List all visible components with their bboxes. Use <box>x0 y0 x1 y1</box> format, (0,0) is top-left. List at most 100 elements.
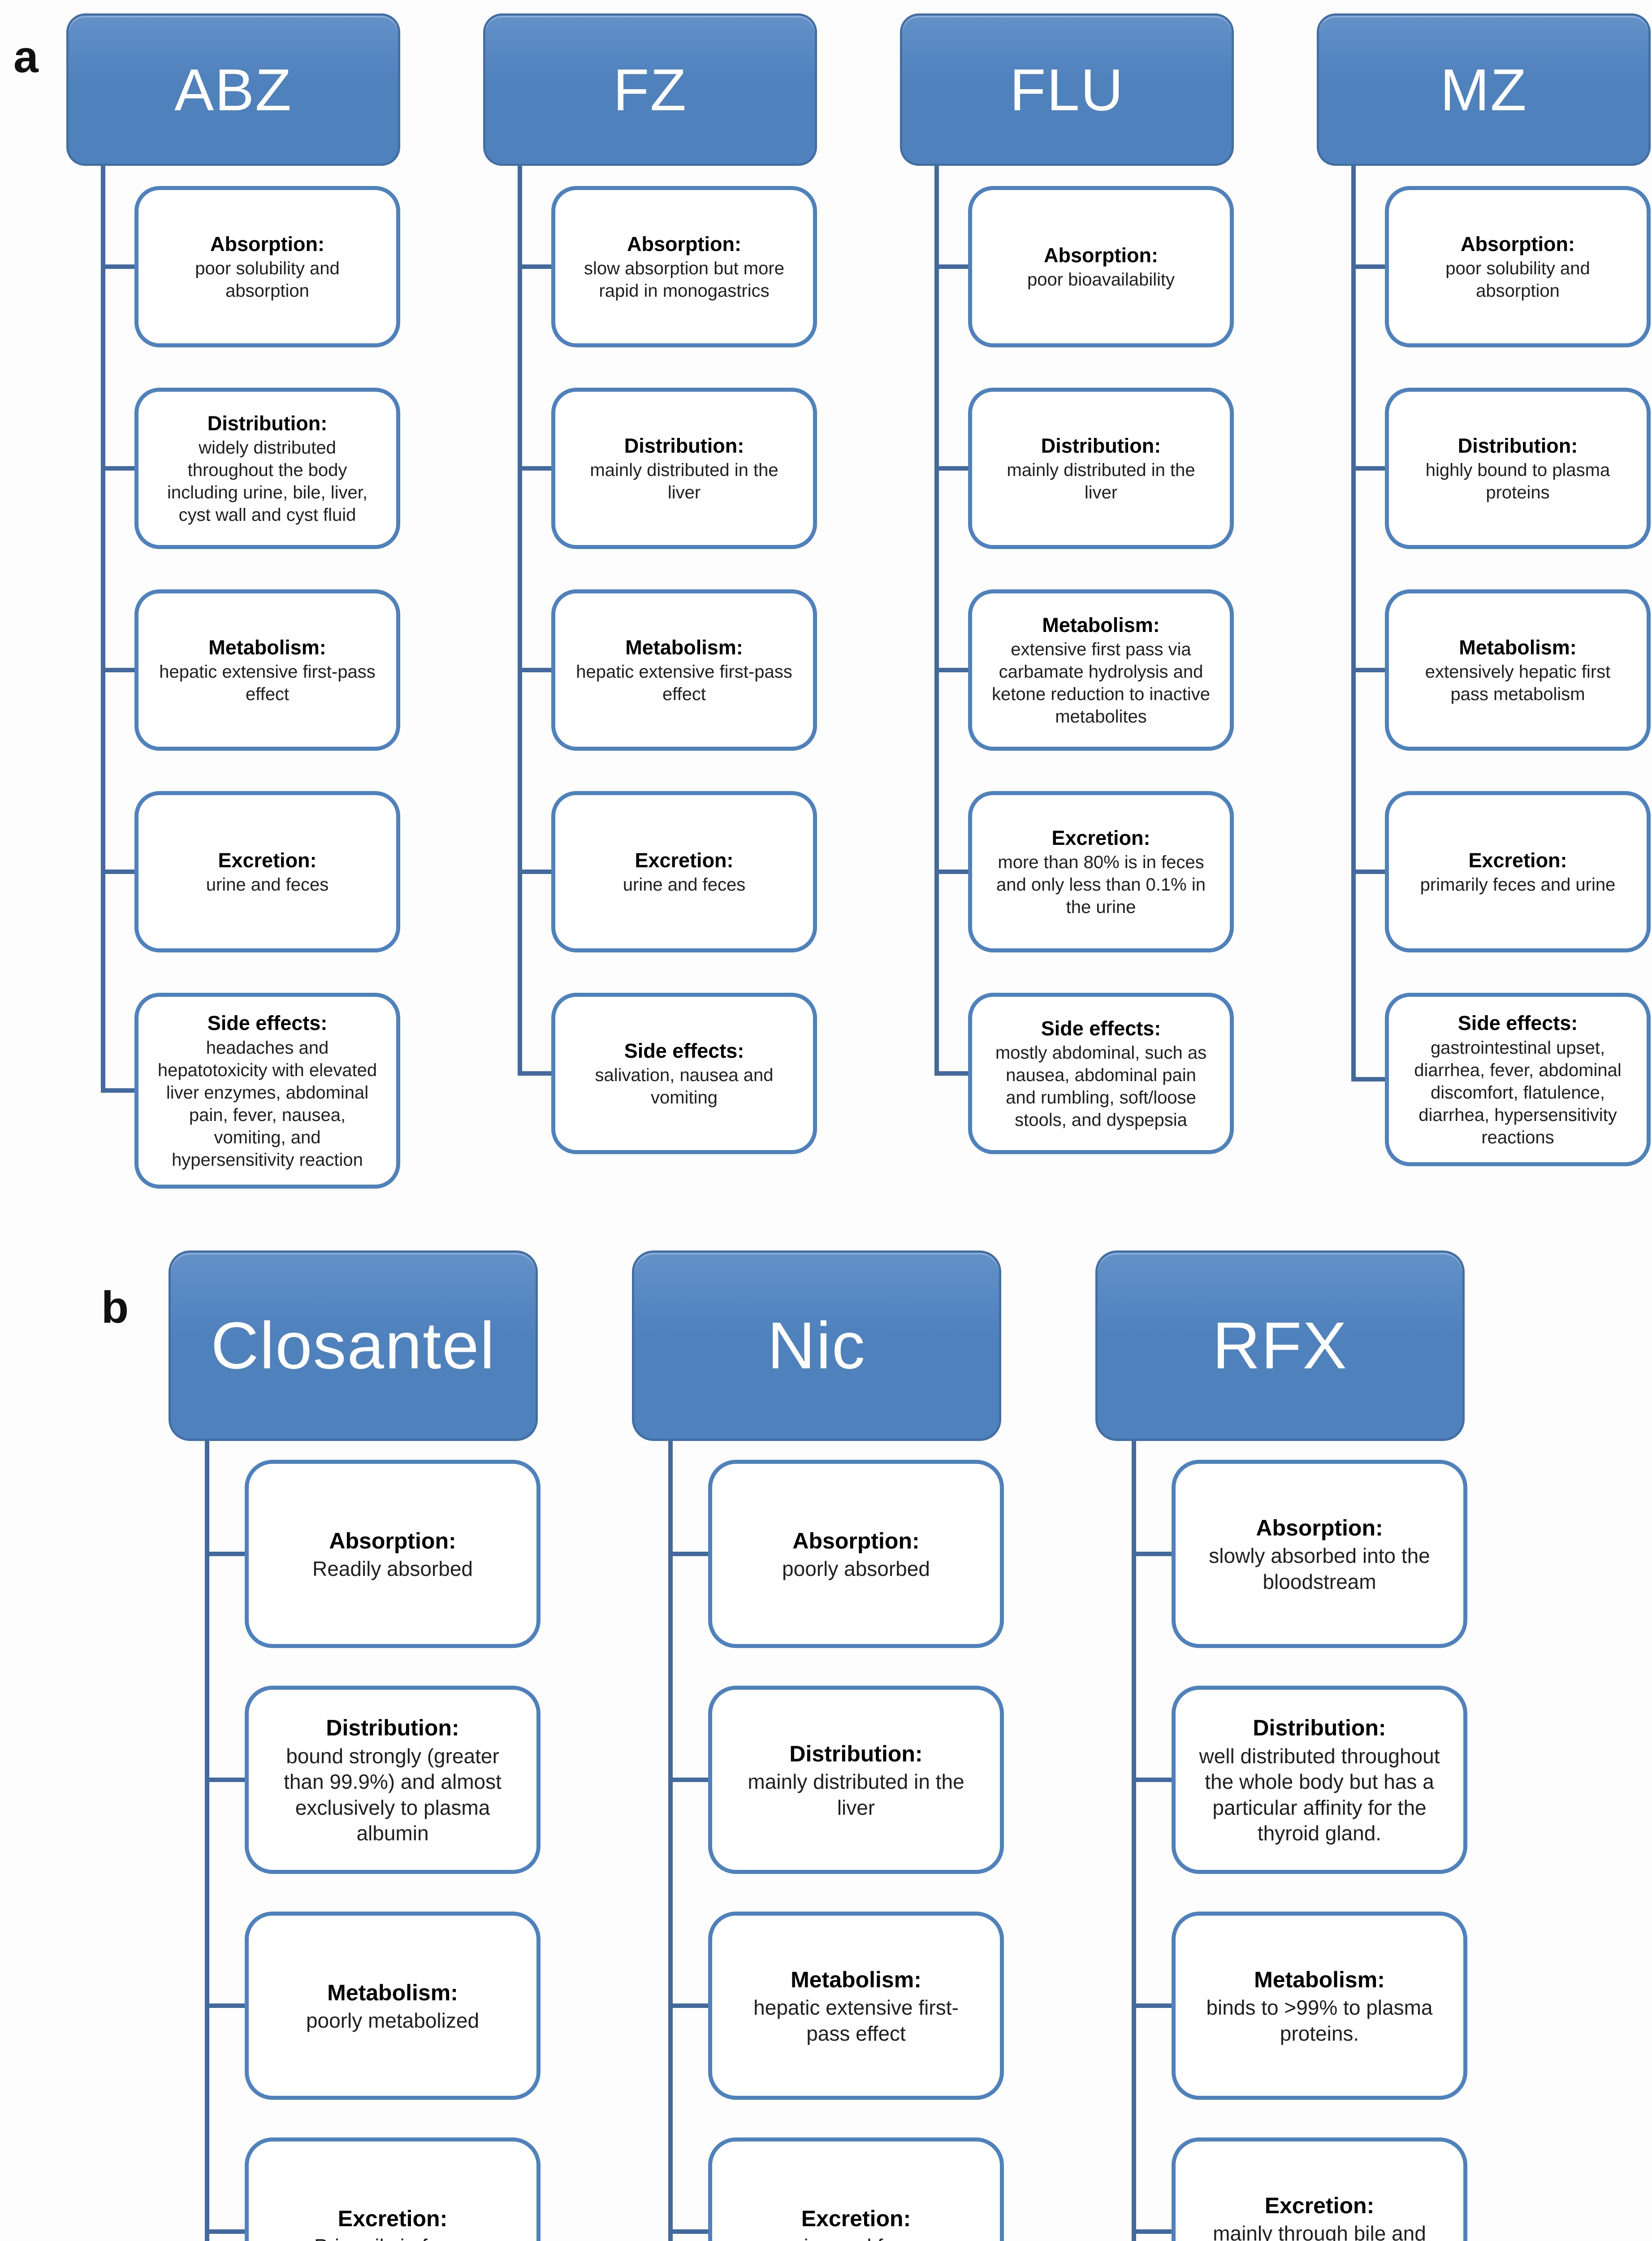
drug-abz-sections: Absorption: poor solubility and absorpti… <box>101 166 400 1209</box>
tree-branch: Metabolism: binds to >99% to plasma prot… <box>1132 1893 1467 2119</box>
tree-branch: Distribution: mainly distributed in the … <box>518 368 817 569</box>
box-text: slowly absorbed into the bloodstream <box>1209 1544 1430 1593</box>
box-text: mainly through bile and feces <box>1213 2222 1426 2241</box>
box-text: extensively hepatic first pass metabolis… <box>1425 662 1611 705</box>
drug-rfx-sections: Absorption: slowly absorbed into the blo… <box>1132 1441 1467 2241</box>
drug-column-rfx: RFX Absorption: slowly absorbed into the… <box>1095 1250 1467 2241</box>
box-title: Metabolism: <box>625 636 743 659</box>
box-text: urine and feces <box>206 875 329 895</box>
box-text: poor bioavailability <box>1027 270 1175 290</box>
box-side-effects: Side effects: gastrointestinal upset, di… <box>1385 993 1651 1166</box>
box-absorption: Absorption: Readily absorbed <box>245 1460 541 1648</box>
box-excretion: Excretion: urine and feces <box>134 791 400 952</box>
box-text: mainly distributed in the liver <box>1007 460 1195 503</box>
panel-b-label: b <box>101 1282 129 1332</box>
box-text: Primarily in feces <box>314 2234 471 2241</box>
box-title: Metabolism: <box>1254 1967 1385 1992</box>
box-text: highly bound to plasma proteins <box>1425 460 1610 503</box>
drug-mz-sections: Absorption: poor solubility and absorpti… <box>1351 166 1651 1186</box>
box-text: bound strongly (greater than 99.9%) and … <box>284 1744 502 1845</box>
tree-branch: Absorption: slow absorption but more rap… <box>518 166 817 368</box>
box-side-effects: Side effects: mostly abdominal, such as … <box>968 993 1234 1154</box>
tree-branch: Absorption: poor solubility and absorpti… <box>101 166 400 368</box>
tree-branch: Metabolism: hepatic extensive first-pass… <box>101 569 400 771</box>
box-text: extensive first pass via carbamate hydro… <box>992 640 1210 727</box>
tree-branch: Absorption: poor bioavailability <box>934 166 1234 368</box>
box-text: hepatic extensive first-pass effect <box>159 662 376 705</box>
box-text: poor solubility and absorption <box>1445 259 1590 301</box>
box-absorption: Absorption: poor bioavailability <box>968 186 1234 347</box>
box-text: mainly distributed in the liver <box>590 460 778 503</box>
box-title: Absorption: <box>627 232 741 255</box>
box-text: mostly abdominal, such as nausea, abdomi… <box>995 1043 1207 1130</box>
box-side-effects: Side effects: headaches and hepatotoxici… <box>134 993 400 1189</box>
box-metabolism: Metabolism: extensively hepatic first pa… <box>1385 589 1651 751</box>
box-distribution: Distribution: mainly distributed in the … <box>968 388 1234 549</box>
box-text: binds to >99% to plasma proteins. <box>1206 1996 1433 2045</box>
box-absorption: Absorption: poor solubility and absorpti… <box>134 186 400 347</box>
panel-b: b Closantel Absorption: Readily absorbed… <box>101 1250 1467 2241</box>
drug-header-flu: FLU <box>900 13 1234 166</box>
box-title: Metabolism: <box>791 1967 921 1992</box>
box-title: Absorption: <box>1461 232 1575 255</box>
drug-fz-sections: Absorption: slow absorption but more rap… <box>518 166 817 1174</box>
box-absorption: Absorption: slow absorption but more rap… <box>551 186 817 347</box>
box-text: urine and feces <box>623 875 746 895</box>
box-metabolism: Metabolism: binds to >99% to plasma prot… <box>1172 1912 1467 2100</box>
box-excretion: Excretion: mainly through bile and feces <box>1172 2137 1467 2241</box>
box-title: Side effects: <box>1457 1012 1578 1034</box>
box-text: salivation, nausea and vomiting <box>595 1065 774 1108</box>
tree-branch: Metabolism: hepatic extensive first-pass… <box>518 569 817 771</box>
tree-branch: Excretion: urine and feces <box>668 2119 1004 2241</box>
tree-branch: Excretion: primarily feces and urine <box>1351 771 1651 973</box>
box-metabolism: Metabolism: hepatic extensive first-pass… <box>134 589 400 751</box>
box-metabolism: Metabolism: hepatic extensive first-pass… <box>708 1912 1004 2100</box>
box-metabolism: Metabolism: extensive first pass via car… <box>968 589 1234 751</box>
box-distribution: Distribution: mainly distributed in the … <box>551 388 817 549</box>
box-text: urine and feces <box>786 2234 927 2241</box>
tree-branch: Metabolism: extensively hepatic first pa… <box>1351 569 1651 771</box>
box-title: Excretion: <box>801 2206 911 2231</box>
drug-header-mz: MZ <box>1317 13 1651 166</box>
tree-branch: Side effects: salivation, nausea and vom… <box>518 973 817 1174</box>
drug-header-closantel: Closantel <box>169 1250 538 1441</box>
box-title: Metabolism: <box>1042 613 1160 636</box>
box-metabolism: Metabolism: poorly metabolized <box>245 1912 541 2100</box>
box-title: Distribution: <box>1457 434 1578 457</box>
box-text: slow absorption but more rapid in monoga… <box>584 259 784 301</box>
box-title: Distribution: <box>624 434 744 457</box>
drug-column-fz: FZ Absorption: slow absorption but more … <box>483 13 817 1209</box>
box-distribution: Distribution: widely distributed through… <box>134 388 400 549</box>
tree-branch: Distribution: mainly distributed in the … <box>668 1667 1004 1893</box>
box-distribution: Distribution: well distributed throughou… <box>1172 1686 1467 1874</box>
panel-a-columns: ABZ Absorption: poor solubility and abso… <box>66 13 1651 1209</box>
box-text: poor solubility and absorption <box>195 259 340 301</box>
box-text: headaches and hepatotoxicity with elevat… <box>157 1038 377 1170</box>
box-text: more than 80% is in feces and only less … <box>996 852 1206 917</box>
box-title: Absorption: <box>210 232 324 255</box>
tree-branch: Distribution: well distributed throughou… <box>1132 1667 1467 1893</box>
box-metabolism: Metabolism: hepatic extensive first-pass… <box>551 589 817 751</box>
box-absorption: Absorption: poorly absorbed <box>708 1460 1004 1648</box>
tree-branch: Distribution: highly bound to plasma pro… <box>1351 368 1651 569</box>
tree-branch: Absorption: poorly absorbed <box>668 1441 1004 1667</box>
box-title: Side effects: <box>624 1039 744 1062</box>
drug-column-mz: MZ Absorption: poor solubility and absor… <box>1317 13 1651 1209</box>
tree-branch: Excretion: Primarily in feces <box>205 2119 541 2241</box>
tree-branch: Absorption: Readily absorbed <box>205 1441 541 1667</box>
panel-a-label: a <box>13 32 39 82</box>
box-text: well distributed throughout the whole bo… <box>1199 1744 1440 1845</box>
box-excretion: Excretion: urine and feces <box>551 791 817 952</box>
tree-branch: Side effects: mostly abdominal, such as … <box>934 973 1234 1174</box>
box-title: Metabolism: <box>327 1980 458 2005</box>
tree-branch: Absorption: poor solubility and absorpti… <box>1351 166 1651 368</box>
box-text: mainly distributed in the liver <box>748 1770 964 1819</box>
drug-column-flu: FLU Absorption: poor bioavailability Dis… <box>900 13 1234 1209</box>
tree-branch: Absorption: slowly absorbed into the blo… <box>1132 1441 1467 1667</box>
box-title: Excretion: <box>337 2206 448 2231</box>
box-title: Metabolism: <box>1459 636 1577 659</box>
tree-branch: Distribution: bound strongly (greater th… <box>205 1667 541 1893</box>
drug-header-rfx: RFX <box>1095 1250 1465 1441</box>
box-distribution: Distribution: highly bound to plasma pro… <box>1385 388 1651 549</box>
